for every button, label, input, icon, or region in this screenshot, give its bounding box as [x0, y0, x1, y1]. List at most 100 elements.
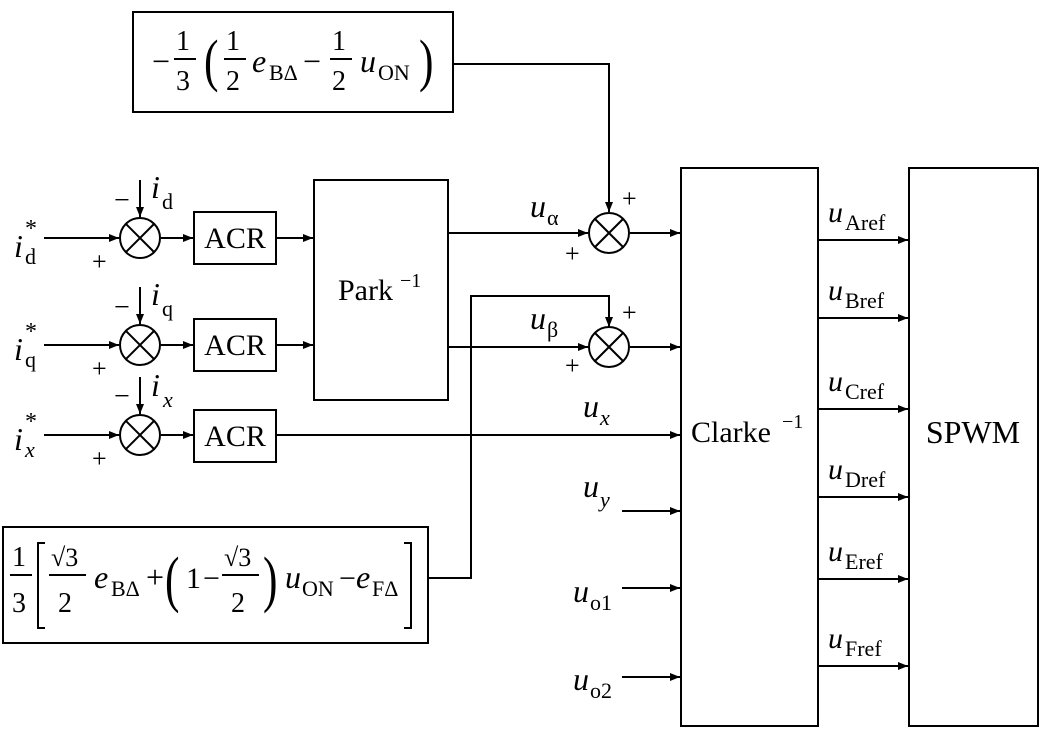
summer-alpha — [588, 212, 630, 254]
svg-text:1: 1 — [332, 26, 346, 57]
plus-sign: + — [92, 354, 107, 383]
svg-text:FΔ: FΔ — [372, 576, 398, 601]
svg-text:Aref: Aref — [845, 210, 886, 235]
svg-text:u: u — [573, 661, 589, 697]
svg-text:+: + — [146, 559, 164, 595]
u-o2-label: u o2 — [573, 661, 612, 703]
svg-text:u: u — [828, 622, 843, 655]
u-beta-label: u β — [530, 300, 558, 342]
summer-d — [119, 217, 161, 259]
wire-formula-bottom — [428, 295, 613, 579]
svg-text:β: β — [547, 317, 558, 342]
svg-text:d: d — [162, 189, 173, 214]
svg-text:−: − — [339, 562, 356, 595]
svg-text:e: e — [252, 43, 266, 79]
u-o1-label: u o1 — [573, 573, 612, 615]
svg-text:): ) — [263, 544, 277, 614]
svg-text:u: u — [530, 188, 546, 224]
svg-text:e: e — [94, 559, 108, 595]
svg-text:y: y — [598, 487, 610, 512]
acr-block-x: ACR — [193, 409, 277, 463]
svg-text:): ) — [419, 29, 433, 93]
svg-text:Dref: Dref — [845, 467, 886, 492]
svg-text:(: ( — [165, 544, 179, 614]
output-cref: u Cref — [818, 365, 908, 413]
svg-text:u: u — [285, 559, 301, 595]
output-eref: u Eref — [818, 535, 908, 583]
svg-text:u: u — [573, 573, 589, 609]
svg-text:2: 2 — [231, 588, 245, 619]
plus-sign: + — [622, 184, 637, 213]
svg-text:−: − — [152, 43, 170, 79]
u-x-label: u x — [583, 388, 610, 430]
park-inverse-block: Park −1 — [313, 179, 449, 401]
svg-text:i: i — [151, 367, 160, 403]
svg-text:u: u — [530, 300, 546, 336]
input-ix-ref-label: i x * — [14, 409, 37, 462]
summer-q — [119, 324, 161, 366]
svg-text:−: − — [303, 43, 321, 79]
svg-text:u: u — [583, 468, 599, 504]
output-aref: u Aref — [818, 196, 908, 244]
svg-text:q: q — [25, 347, 36, 372]
minus-sign: − — [114, 185, 130, 216]
svg-text:e: e — [356, 559, 370, 595]
summer-x — [119, 414, 161, 456]
output-dref: u Dref — [818, 453, 908, 501]
acr-block-q: ACR — [193, 318, 277, 372]
svg-text:Eref: Eref — [845, 549, 884, 574]
current-loop-q: i q * i q − + ACR — [14, 276, 313, 383]
acr-block-d: ACR — [193, 211, 277, 265]
plus-sign: + — [622, 298, 637, 327]
formula-bottom-box: 1 3 √3 2 e BΔ + ( 1 − √3 2 ) u ON − e FΔ — [2, 526, 429, 644]
svg-text:√3: √3 — [224, 543, 251, 572]
wire-formula-top — [453, 63, 613, 212]
svg-text:*: * — [25, 319, 37, 345]
svg-text:α: α — [547, 205, 559, 230]
plus-sign: + — [92, 444, 107, 473]
svg-text:ON: ON — [378, 60, 410, 85]
svg-text:u: u — [828, 365, 843, 398]
svg-text:SPWM: SPWM — [926, 414, 1020, 450]
svg-text:1: 1 — [176, 26, 190, 57]
svg-text:i: i — [151, 169, 160, 205]
svg-text:2: 2 — [332, 66, 346, 97]
clarke-inverse-block: Clarke −1 — [680, 167, 819, 727]
svg-text:Clarke: Clarke — [691, 416, 771, 449]
svg-text:BΔ: BΔ — [269, 60, 298, 85]
svg-text:*: * — [25, 216, 37, 242]
svg-text:x: x — [599, 405, 610, 430]
u-alpha-label: u α — [530, 188, 559, 230]
current-loop-x: i x * i x − + ACR — [14, 367, 680, 473]
svg-text:Bref: Bref — [845, 288, 885, 313]
svg-text:i: i — [14, 228, 23, 264]
plus-sign: + — [92, 247, 107, 276]
svg-text:i: i — [151, 276, 160, 312]
svg-text:−1: −1 — [400, 270, 421, 292]
svg-text:ACR: ACR — [204, 420, 266, 453]
svg-text:ACR: ACR — [204, 222, 266, 255]
svg-text:Cref: Cref — [845, 379, 885, 404]
svg-text:i: i — [14, 421, 23, 457]
plus-sign: + — [565, 239, 580, 268]
svg-text:−: − — [203, 562, 220, 595]
input-id-ref-label: i d * — [14, 216, 37, 269]
svg-text:BΔ: BΔ — [111, 576, 140, 601]
svg-text:i: i — [14, 331, 23, 367]
svg-text:q: q — [162, 296, 173, 321]
svg-text:u: u — [828, 196, 843, 229]
feedback-iq-label: i q — [151, 276, 173, 321]
svg-text:u: u — [828, 453, 843, 486]
feedback-id-label: i d — [151, 169, 173, 214]
svg-text:ACR: ACR — [204, 329, 266, 362]
output-fref: u Fref — [818, 622, 908, 670]
svg-text:d: d — [25, 244, 36, 269]
svg-text:2: 2 — [58, 588, 72, 619]
svg-text:1: 1 — [226, 26, 240, 57]
svg-text:u: u — [828, 274, 843, 307]
svg-text:x: x — [24, 437, 35, 462]
svg-text:u: u — [583, 388, 599, 424]
svg-text:Park: Park — [338, 274, 393, 307]
spwm-block: SPWM — [908, 167, 1039, 727]
